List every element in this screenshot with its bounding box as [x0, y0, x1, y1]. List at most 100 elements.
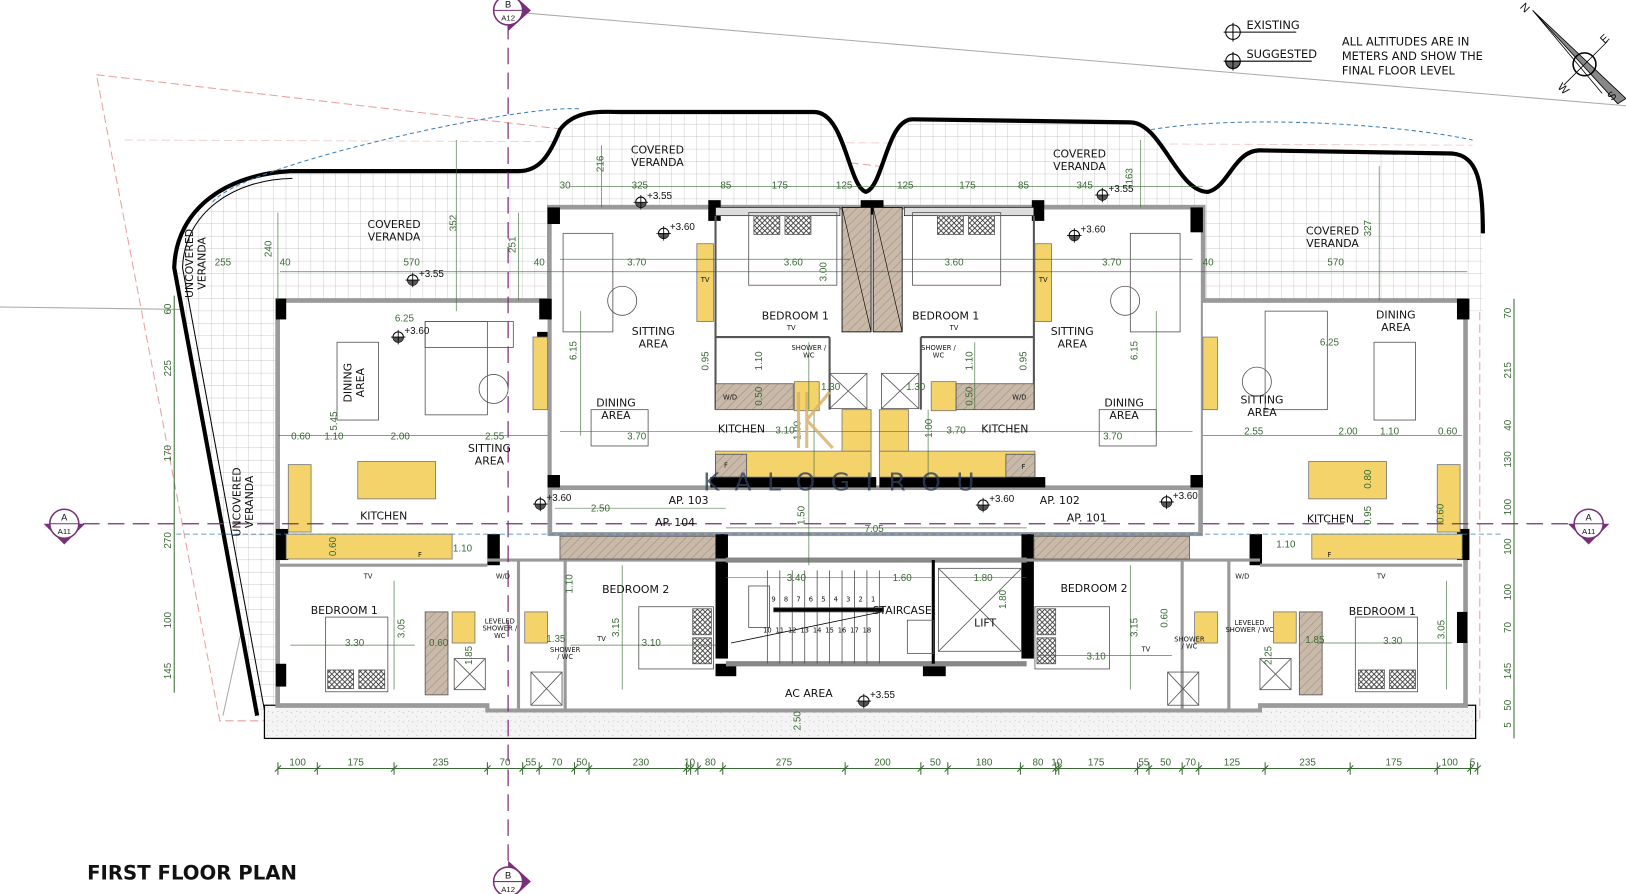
dimension-label: 1.85	[464, 645, 475, 665]
altitude-note-line-3: FINAL FLOOR LEVEL	[1342, 64, 1456, 78]
stair-step-number: 4	[834, 596, 838, 604]
room-label-ap-102-text: AP. 102	[1040, 494, 1080, 507]
dimension-label: 3.00	[818, 262, 829, 282]
room-label-kitchen: KITCHEN	[981, 422, 1028, 435]
room-label-kitchen: KITCHEN	[360, 510, 407, 523]
room-label-bedroom-2-text: BEDROOM 2	[1060, 582, 1127, 595]
page-title: FIRST FLOOR PLAN	[87, 861, 297, 884]
fixture-label-w-d-text: W/D	[723, 393, 737, 401]
dimension-label: 0.50	[965, 386, 976, 406]
room-label-uncovered-veranda-text: UNCOVERED	[183, 229, 196, 298]
stair-step-number: 8	[784, 596, 788, 604]
dimension-tick	[1433, 762, 1441, 775]
fixture-label-tv-text: TV	[363, 573, 373, 581]
level-value: +3.60	[670, 222, 695, 233]
room-label-dining-area-text: DINING	[596, 397, 635, 410]
dimension-label: 1.30	[906, 382, 926, 393]
dimension-tick	[1474, 762, 1482, 775]
dimension-label: 1.80	[973, 573, 993, 584]
section-letter: B	[505, 870, 511, 880]
dimension-label: 1.85	[1305, 635, 1325, 646]
room-label-dining-area-text: DINING	[1104, 397, 1143, 410]
room-label-sitting-area-text: SITTING	[1051, 325, 1094, 338]
room-label-dining-area-text: DINING	[342, 363, 355, 403]
fixture-label-tv: TV	[786, 324, 796, 332]
dimension-label: 251	[507, 237, 518, 253]
room-label-kitchen: KITCHEN	[1307, 513, 1354, 526]
dimension-label: 3.60	[784, 258, 804, 269]
dimension-label: 0.60	[429, 638, 449, 649]
dimension-label: 1.30	[821, 382, 841, 393]
room-label-covered-veranda-text: COVERED	[1053, 148, 1106, 161]
room-label-covered-veranda-text: VERANDA	[368, 231, 421, 244]
section-sheet: A11	[58, 527, 71, 536]
fixture-label-tv-text: TV	[700, 276, 710, 284]
bottom-dimension-label: 70	[551, 757, 562, 768]
room-label-ap-102: AP. 102	[1040, 494, 1080, 507]
bottom-dimension-label: 275	[776, 757, 793, 768]
room-label-covered-veranda-text: COVERED	[631, 143, 684, 156]
dimension-label: 6.15	[569, 340, 580, 360]
dimension-label: 0.60	[328, 536, 339, 556]
fixture-label-tv-text: TV	[1141, 645, 1151, 653]
suggested-level-symbol-icon	[656, 226, 671, 241]
bottom-dimension-label: 125	[1224, 757, 1241, 768]
dimension-label: 1.80	[998, 589, 1009, 609]
dimension-label: 255	[215, 258, 232, 269]
dimension-tick	[313, 762, 321, 775]
dimension-label: 40	[280, 258, 291, 269]
dimension-label: 1.10	[965, 351, 976, 371]
dimension-label: 2.50	[591, 503, 611, 514]
suggested-level-symbol-icon	[1223, 51, 1312, 71]
dimension-tick	[1195, 762, 1203, 775]
room-label-ap-104-text: AP. 104	[655, 516, 695, 529]
room-label-sitting-area-text: AREA	[1058, 337, 1088, 350]
room-label-uncovered-veranda-text: UNCOVERED	[231, 467, 244, 536]
dimension-label: 85	[720, 181, 731, 192]
fixture-label-shower-wc-text: / WC	[1182, 643, 1198, 651]
room-label-bedroom-1-text: BEDROOM 1	[1349, 605, 1416, 618]
bottom-dimension-label: 235	[433, 757, 450, 768]
dimension-label: 1.10	[754, 351, 765, 371]
fixture-label-tv: TV	[596, 635, 606, 643]
room-label-bedroom-2: BEDROOM 2	[1060, 582, 1127, 595]
fixture-label-f: F	[724, 462, 728, 470]
room-label-ap-104: AP. 104	[655, 516, 695, 529]
dimension-label: 352	[448, 215, 459, 231]
dimension-label: 3.10	[642, 638, 662, 649]
dimension-tick	[1016, 762, 1024, 775]
section-letter: A	[1586, 513, 1593, 523]
dimension-label: 40	[1203, 258, 1214, 269]
fixture-label-shower-wc-text: SHOWER	[550, 646, 581, 654]
dimension-label: 40	[534, 258, 545, 269]
watermark-text: KALOGIROU	[703, 468, 990, 497]
dimension-label: 1.10	[453, 544, 473, 555]
dimension-label: 1.00	[924, 418, 935, 438]
fixture-label-leveled-shower-wc-text: LEVELED	[1235, 619, 1265, 627]
room-label-ap-101: AP. 101	[1067, 512, 1107, 525]
section-sheet: A12	[501, 14, 515, 23]
stair-step-number: 15	[825, 627, 834, 635]
dimension-label: 3.60	[944, 258, 964, 269]
room-label-dining-area-text: AREA	[1109, 409, 1139, 422]
fixture-label-f: F	[1022, 463, 1026, 471]
fixture-label-w-d: W/D	[723, 393, 737, 401]
room-label-bedroom-1-text: BEDROOM 1	[311, 604, 378, 617]
room-label-covered-veranda-text: COVERED	[368, 218, 421, 231]
room-label-bedroom-1: BEDROOM 1	[912, 309, 979, 322]
dimension-label: 175	[772, 181, 789, 192]
dimension-label: 1.35	[546, 634, 566, 645]
level-marker: +3.60	[1159, 491, 1198, 510]
dimension-label: 0.95	[1019, 351, 1030, 371]
dimension-tick	[1466, 762, 1474, 775]
dimension-label: 3.70	[627, 432, 647, 443]
dimension-label: 3.30	[1383, 636, 1403, 647]
